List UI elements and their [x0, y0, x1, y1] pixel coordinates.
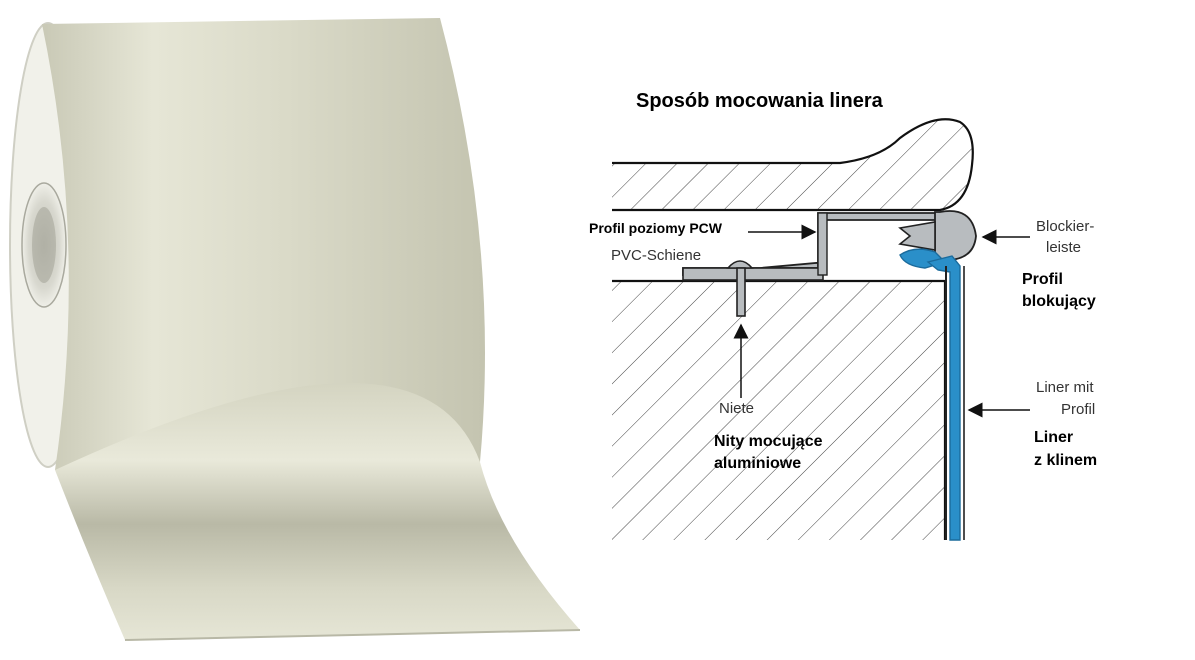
label-profil-poziomy: Profil poziomy PCW [589, 220, 723, 236]
mounting-diagram: Sposób mocowania linera Prof [589, 90, 1097, 541]
blocking-strip [898, 210, 977, 261]
label-nity-2: aluminiowe [714, 455, 801, 472]
diagram-title: Sposób mocowania linera [636, 90, 884, 112]
liner-sheet [55, 382, 580, 640]
label-liner-z-1: Liner [1034, 429, 1073, 446]
liner-roll-illustration [9, 18, 581, 641]
pool-wall [612, 281, 945, 540]
roll-body [42, 18, 485, 470]
label-blockier-1: Blockier- [1036, 218, 1094, 235]
label-pvc-schiene: PVC-Schiene [611, 247, 701, 264]
label-niete: Niete [719, 400, 754, 417]
coping-stone [612, 118, 974, 212]
label-liner-mit-1: Liner mit [1036, 379, 1094, 396]
label-nity-1: Nity mocujące [714, 433, 823, 450]
label-profil-blokujacy-2: blokujący [1022, 293, 1096, 310]
label-blockier-2: leiste [1046, 239, 1081, 256]
label-liner-z-2: z klinem [1034, 452, 1097, 469]
rivet [726, 260, 754, 317]
liner [899, 248, 965, 541]
label-profil-blokujacy-1: Profil [1022, 271, 1063, 288]
label-liner-mit-2: Profil [1061, 401, 1095, 418]
